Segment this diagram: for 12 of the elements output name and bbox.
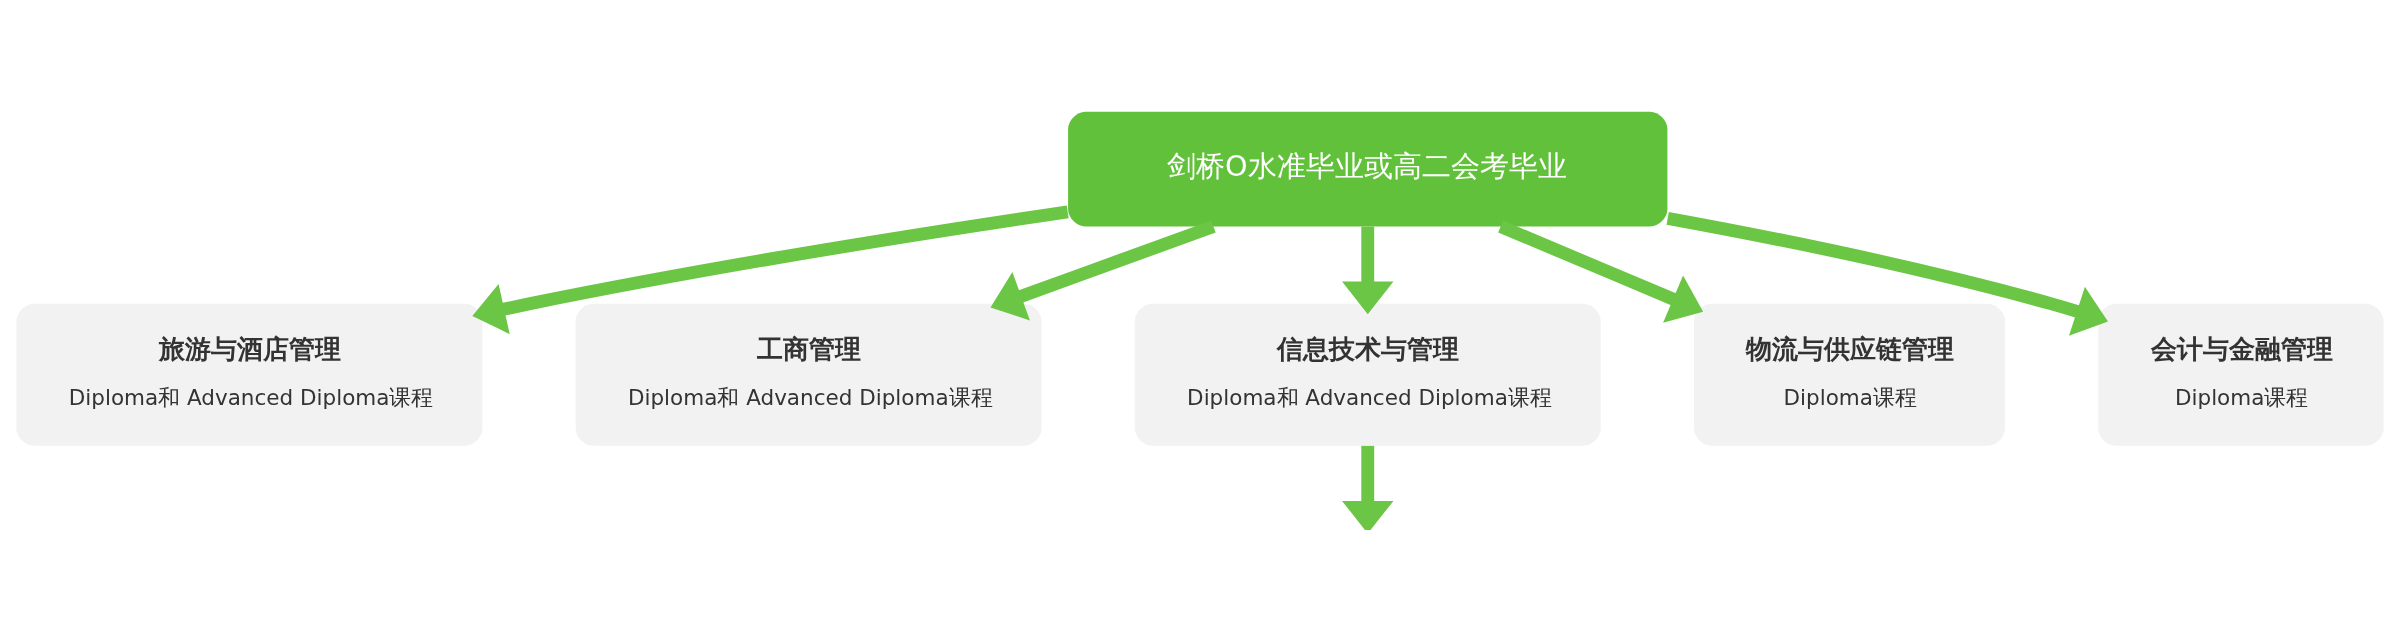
- node-box: 物流与供应链管理 Diploma课程: [1693, 303, 2006, 446]
- node-box: 信息技术与管理 Diploma和 Advanced Diploma课程: [1134, 303, 1601, 446]
- arrow: [990, 220, 1216, 321]
- arrow: [1666, 211, 2108, 336]
- node-box: 会计与金融管理 Diploma课程: [2098, 303, 2384, 446]
- node-box: 旅游与酒店管理 Diploma和 Advanced Diploma课程: [16, 303, 483, 446]
- arrow: [1342, 226, 1394, 315]
- node-box: 工商管理 Diploma和 Advanced Diploma课程: [575, 303, 1042, 446]
- arrow: [472, 205, 1069, 335]
- arrow: [1342, 445, 1394, 530]
- arrow: [1498, 220, 1704, 323]
- node-box: 剑桥O水准毕业或高二会考毕业: [1068, 111, 1668, 227]
